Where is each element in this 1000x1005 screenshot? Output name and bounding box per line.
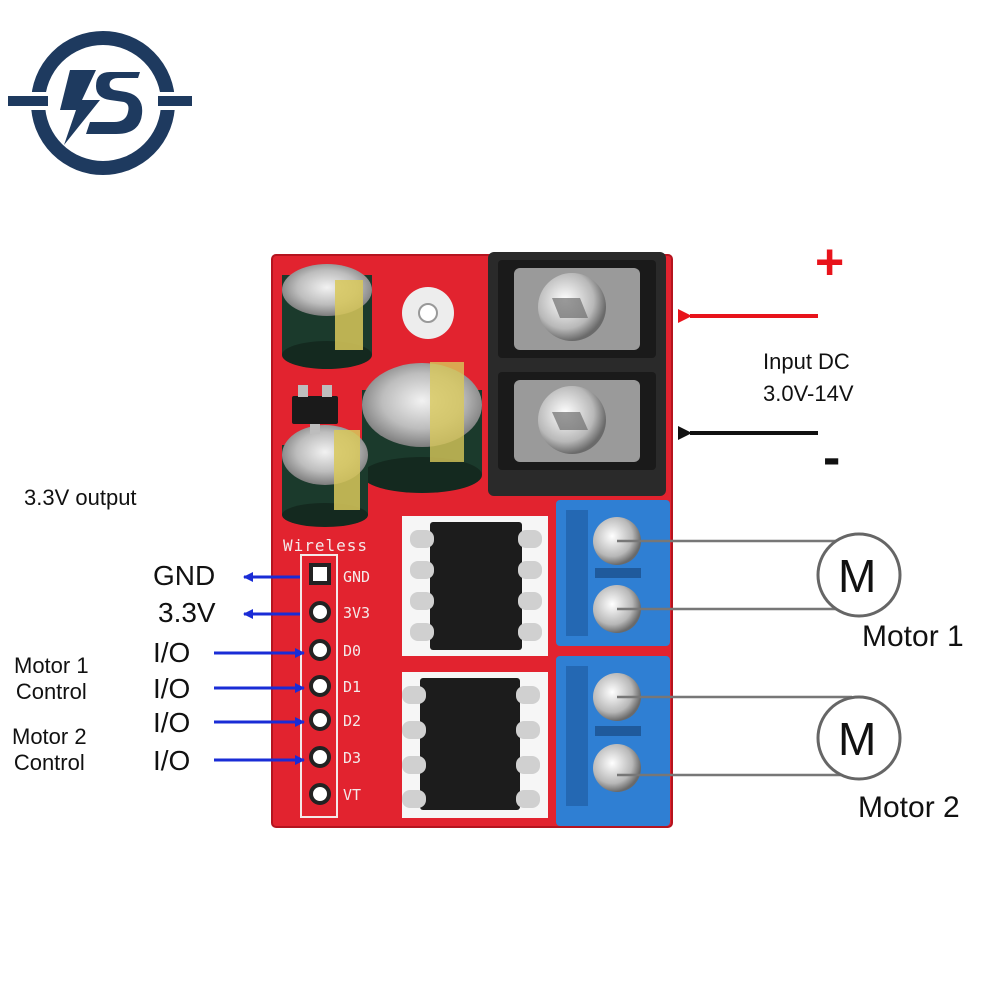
silk-pin-d2: D2 xyxy=(343,712,361,730)
gnd-label: GND xyxy=(153,560,216,591)
io-label-d1: I/O xyxy=(153,673,191,704)
motor-terminal-2 xyxy=(556,656,670,826)
screw-motor2-b xyxy=(593,744,641,792)
silk-pin-gnd: GND xyxy=(343,568,370,586)
header-pins xyxy=(309,563,331,805)
voltage-regulator xyxy=(292,385,338,434)
motor-2-symbol xyxy=(816,695,902,781)
io-label-d0: I/O xyxy=(153,637,191,668)
power-terminal xyxy=(488,252,666,496)
motor2-label: Motor 2 xyxy=(858,791,960,824)
v33-label: 3.3V xyxy=(158,597,216,628)
logo-s-glyph xyxy=(86,72,143,134)
logo-bar-right xyxy=(158,96,192,106)
plus-symbol: + xyxy=(815,234,845,290)
minus-symbol: - xyxy=(823,429,841,487)
motor-1-m: M xyxy=(838,550,877,602)
io-label-d3: I/O xyxy=(153,745,191,776)
io-label-d2: I/O xyxy=(153,707,191,738)
motor1-label: Motor 1 xyxy=(862,620,964,653)
pin-d0 xyxy=(309,639,331,661)
pin-gnd xyxy=(309,563,331,585)
pin-arrows xyxy=(214,572,305,765)
driver-ic-1 xyxy=(402,516,548,656)
silk-pin-d0: D0 xyxy=(343,642,361,660)
motor-terminal-1 xyxy=(556,500,670,646)
lightning-icon xyxy=(60,70,100,145)
capacitor-center xyxy=(362,362,482,493)
pin-vt xyxy=(309,783,331,805)
silk-pin-d1: D1 xyxy=(343,678,361,696)
motor2-control-label: Motor 2 Control xyxy=(12,724,87,775)
motor-2-m: M xyxy=(838,713,877,765)
silk-pin-vt: VT xyxy=(343,786,361,804)
driver-ic-2 xyxy=(402,672,548,818)
brand-logo xyxy=(8,31,192,175)
capacitor-bottom-left xyxy=(282,425,368,527)
silk-pin-d3: D3 xyxy=(343,749,361,767)
silk-header: Wireless xyxy=(283,536,368,555)
motor1-control-label: Motor 1 Control xyxy=(14,653,89,704)
motor-2-wiring xyxy=(617,695,852,777)
logo-bar-left xyxy=(8,96,48,106)
motor-1-symbol xyxy=(816,532,902,618)
pin-d3 xyxy=(309,746,331,768)
output-3v3-label: 3.3V output xyxy=(24,485,137,510)
pin-d1 xyxy=(309,675,331,697)
silkscreen: Wireless GND 3V3 D0 D1 D2 D3 VT xyxy=(283,536,370,804)
motor-1-wiring xyxy=(617,539,852,611)
logo-gap xyxy=(8,92,192,110)
mounting-hole xyxy=(418,303,438,323)
input-dc-label: Input DC 3.0V-14V xyxy=(763,349,854,406)
pin-d2 xyxy=(309,709,331,731)
pin-3v3 xyxy=(309,601,331,623)
silk-pin-3v3: 3V3 xyxy=(343,604,370,622)
capacitor-top-left xyxy=(282,264,372,369)
